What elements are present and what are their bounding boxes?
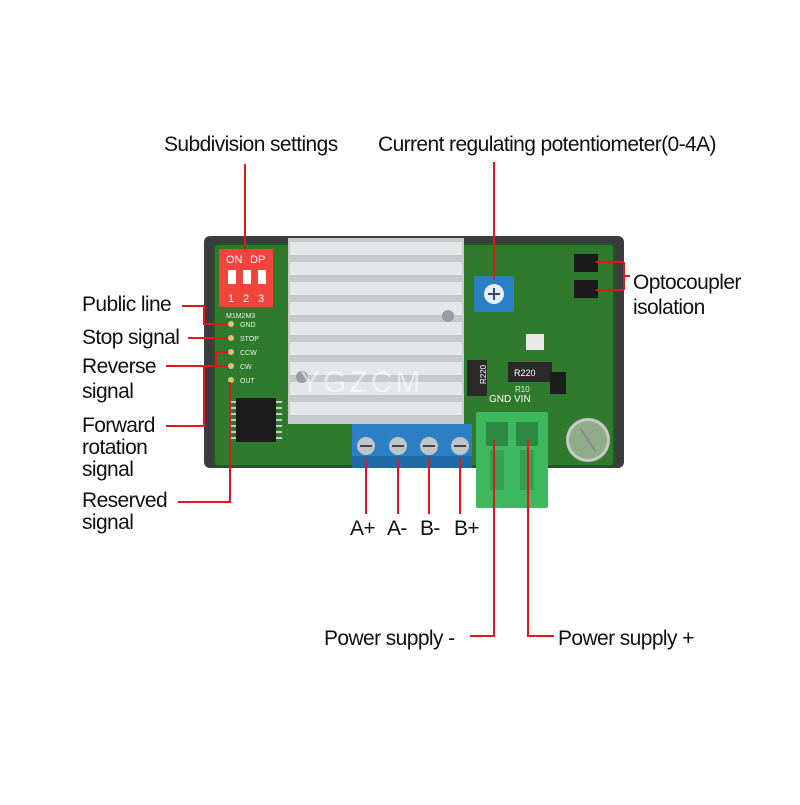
dip-3-label: 3 xyxy=(258,293,264,305)
label-b-minus: B- xyxy=(420,517,440,540)
dip-dp-label: DP xyxy=(250,254,265,266)
label-b-plus: B+ xyxy=(454,517,480,540)
dip-on-label: ON xyxy=(226,254,243,266)
label-potentiometer: Current regulating potentiometer(0-4A) xyxy=(378,133,716,156)
control-pins: GND STOP CCW CW OUT xyxy=(228,321,259,385)
mosfet xyxy=(550,372,566,394)
power-terminal-block[interactable] xyxy=(476,412,548,508)
label-a-plus: A+ xyxy=(350,517,376,540)
r220-a: R220 xyxy=(479,364,488,384)
watermark: YGZCM xyxy=(300,366,423,399)
label-reverse-line2: signal xyxy=(82,380,134,403)
dip-1-label: 1 xyxy=(228,293,234,305)
label-public-line: Public line xyxy=(82,293,172,316)
led xyxy=(526,334,544,350)
label-reverse-signal: Reverse signal xyxy=(82,355,157,403)
label-subdivision-settings: Subdivision settings xyxy=(164,133,338,156)
dip-2-label: 2 xyxy=(243,293,249,305)
capacitor-icon xyxy=(566,418,610,462)
r220-b: R220 xyxy=(514,368,536,378)
label-stop-signal: Stop signal xyxy=(82,326,180,349)
label-optocoupler-line1: Optocoupler xyxy=(633,271,741,294)
label-reserved-line1: Reserved xyxy=(82,489,168,512)
potentiometer-icon[interactable] xyxy=(474,276,514,312)
m-labels: M1M2M3 xyxy=(226,313,255,320)
pin-out: OUT xyxy=(240,378,256,385)
terminal-screw-icon[interactable] xyxy=(357,437,469,455)
optocoupler-icon xyxy=(574,254,598,298)
resistors: R220 R220 R10 xyxy=(467,360,552,396)
label-forward-line1: Forward xyxy=(82,414,155,437)
heatsink xyxy=(288,238,464,424)
pin-cw: CW xyxy=(240,364,252,371)
dip-switch-icon[interactable]: ON DP 1 2 3 xyxy=(219,249,273,307)
label-forward-line3: signal xyxy=(82,458,134,481)
label-power-supply-minus: Power supply - xyxy=(324,627,455,650)
label-optocoupler-isolation: Optocoupler isolation xyxy=(633,272,741,319)
label-reserved-signal: Reserved signal xyxy=(82,489,168,534)
label-a-minus: A- xyxy=(387,517,407,540)
label-reverse-line1: Reverse xyxy=(82,355,157,378)
label-reserved-line2: signal xyxy=(82,511,134,534)
pin-ccw: CCW xyxy=(240,350,257,357)
pin-gnd: GND xyxy=(240,322,256,329)
label-forward-rotation-signal: Forward rotation signal xyxy=(82,415,155,481)
gnd-vin-label: GND VIN xyxy=(489,394,531,405)
motor-terminal-block xyxy=(352,424,472,468)
r10-label: R10 xyxy=(515,385,530,394)
callout-lines xyxy=(166,162,630,637)
label-forward-line2: rotation xyxy=(82,436,148,459)
label-power-supply-plus: Power supply + xyxy=(558,627,694,650)
label-optocoupler-line2: isolation xyxy=(633,296,705,319)
ic-chip xyxy=(230,398,282,442)
pin-stop: STOP xyxy=(240,336,259,343)
